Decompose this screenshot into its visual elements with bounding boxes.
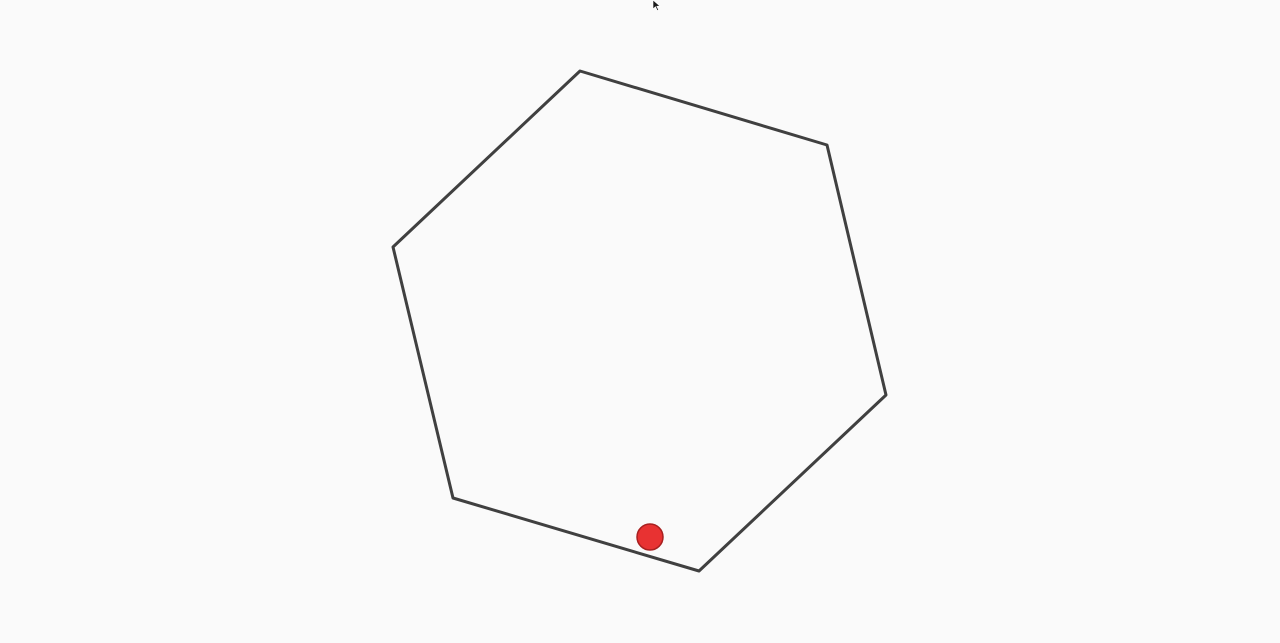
- bouncing-ball: [636, 523, 664, 551]
- rotating-hexagon-boundary: [391, 69, 888, 573]
- mouse-pointer-icon: [652, 0, 661, 11]
